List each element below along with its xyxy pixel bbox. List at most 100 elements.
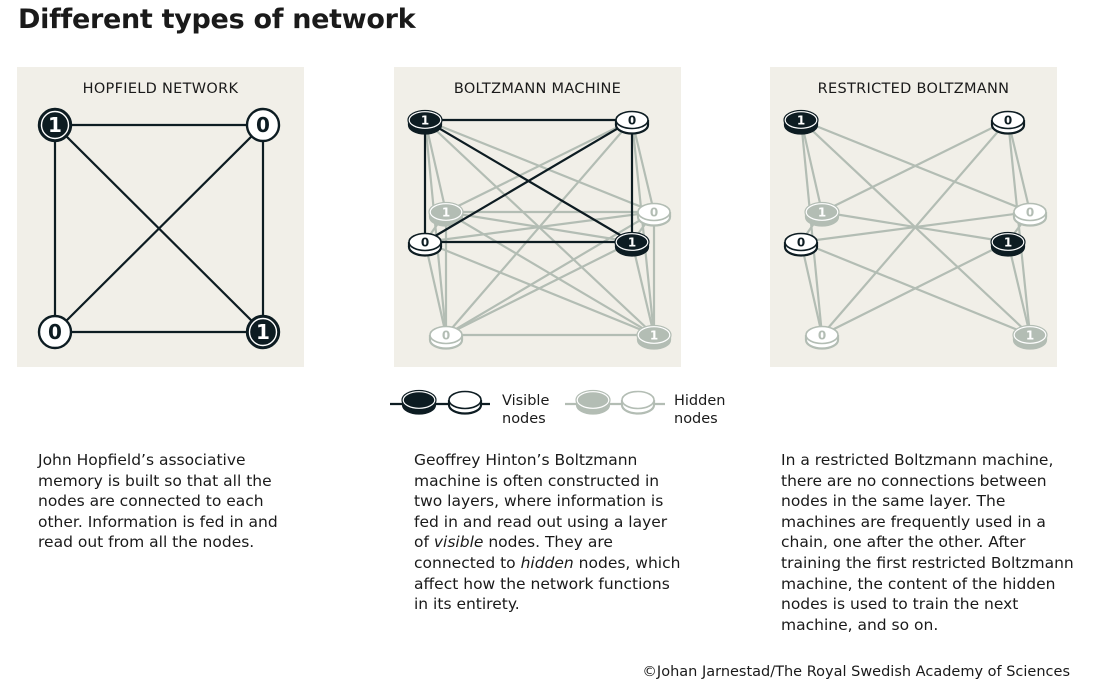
hidden-connection — [445, 241, 633, 336]
text: John Hopfield’s associative — [38, 451, 246, 469]
hidden-node: 1 — [1012, 324, 1048, 350]
node-value: 1 — [818, 206, 826, 220]
node-value: 1 — [48, 113, 62, 137]
text: other. Information is fed in and — [38, 512, 278, 531]
text: Geoffrey Hinton’s Boltzmann — [414, 451, 638, 469]
node-value: 0 — [818, 329, 826, 343]
hidden-connection — [799, 241, 824, 336]
hopfield-description: John Hopfield’s associative memory is bui… — [38, 450, 358, 553]
restricted-boltzmann-description: In a restricted Boltzmann machine, there … — [781, 450, 1101, 635]
hidden-connection — [445, 211, 655, 336]
description-line: other. Information is fed in and — [38, 512, 358, 533]
hidden-connection — [423, 119, 448, 213]
text: nodes, which — [573, 553, 681, 572]
node-value: 1 — [797, 114, 805, 128]
hidden-connection — [445, 119, 633, 213]
node-value: 0 — [256, 113, 270, 137]
description-line: machine, and so on. — [781, 615, 1101, 636]
hidden-connection — [1006, 119, 1032, 213]
text: machine, and so on. — [781, 615, 939, 634]
visible-node: 1 — [990, 231, 1026, 257]
node-value: 0 — [1026, 206, 1034, 220]
visible-node: 0 — [990, 110, 1026, 135]
text: chain, one after the other. After — [781, 533, 1026, 552]
text: fed in and read out using a layer — [414, 512, 668, 531]
text: two layers, where information is — [414, 492, 664, 511]
description-line: two layers, where information is — [414, 491, 734, 512]
description-line: read out from all the nodes. — [38, 532, 358, 553]
legend-visible-line1: Visible — [502, 393, 550, 409]
description-line: connected to hidden nodes, which — [414, 553, 734, 574]
node-value: 0 — [650, 206, 658, 220]
legend-visible-empty-node — [447, 390, 483, 415]
visible-node: 0 — [614, 110, 650, 135]
hidden-node: 1 — [804, 201, 840, 227]
node-value: 1 — [650, 329, 658, 343]
node: 1 — [37, 107, 73, 143]
hidden-node: 1 — [636, 324, 672, 350]
hidden-node: 0 — [804, 325, 840, 350]
panel-title: BOLTZMANN MACHINE — [454, 81, 621, 97]
legend-hidden-line1: Hidden — [674, 393, 726, 409]
hidden-node: 1 — [428, 201, 464, 227]
description-line: training the first restricted Boltzmann — [781, 553, 1101, 574]
node-value: 1 — [628, 236, 636, 250]
text: training the first restricted Boltzmann — [781, 553, 1074, 572]
panel-title: RESTRICTED BOLTZMANN — [818, 81, 1010, 97]
legend-visible-filled-node — [401, 389, 437, 415]
node-value: 0 — [797, 236, 805, 250]
description-line: in its entirety. — [414, 594, 734, 615]
node-value: 1 — [442, 206, 450, 220]
text: nodes in the same layer. The — [781, 492, 1006, 511]
description-line: of visible nodes. They are — [414, 532, 734, 553]
legend — [390, 389, 665, 415]
visible-node: 0 — [783, 232, 819, 257]
node-value: 0 — [421, 236, 429, 250]
emphasized-text: hidden — [520, 553, 574, 572]
legend-visible-line2: nodes — [502, 411, 546, 427]
legend-hidden-empty-node — [620, 390, 656, 415]
text: In a restricted Boltzmann machine, — [781, 451, 1054, 469]
node-value: 1 — [1004, 236, 1012, 250]
emphasized-text: visible — [433, 533, 484, 552]
text: machines are frequently used in a — [781, 512, 1046, 531]
text: of — [414, 533, 434, 552]
node: 0 — [37, 314, 73, 350]
visible-node: 1 — [407, 109, 443, 135]
node-value: 0 — [442, 329, 450, 343]
image-credit: ©Johan Jarnestad/The Royal Swedish Acade… — [642, 664, 1070, 680]
visible-node: 1 — [614, 231, 650, 257]
page-title: Different types of network — [18, 4, 416, 35]
description-line: chain, one after the other. After — [781, 532, 1101, 553]
text: machine is often constructed in — [414, 471, 660, 490]
node-value: 1 — [256, 320, 270, 344]
description-line: machine, the content of the hidden — [781, 574, 1101, 595]
node-value: 0 — [48, 320, 62, 344]
node: 0 — [245, 107, 281, 143]
text: there are no connections between — [781, 471, 1047, 490]
text: read out from all the nodes. — [38, 533, 255, 552]
node: 1 — [245, 314, 281, 350]
text: nodes are connected to each — [38, 492, 264, 511]
hidden-connection — [821, 119, 1009, 213]
description-line: affect how the network functions — [414, 574, 734, 595]
text: connected to — [414, 553, 521, 572]
node-value: 0 — [628, 114, 636, 128]
description-line: John Hopfield’s associative — [38, 450, 358, 471]
hidden-connection — [821, 210, 1009, 244]
legend-visible-label: Visible nodes — [502, 392, 549, 428]
node-value: 1 — [1026, 329, 1034, 343]
visible-node: 0 — [407, 232, 443, 257]
description-line: nodes is used to train the next — [781, 594, 1101, 615]
hidden-connection — [423, 241, 448, 336]
description-line: machines are frequently used in a — [781, 512, 1101, 533]
text: nodes. They are — [483, 533, 613, 552]
text: memory is built so that all the — [38, 471, 272, 490]
hidden-connection — [630, 119, 656, 213]
description-line: nodes are connected to each — [38, 491, 358, 512]
text: nodes is used to train the next — [781, 595, 1019, 614]
boltzmann-panel: BOLTZMANN MACHINE 1 0 0 1 1 0 0 1 — [394, 67, 681, 367]
visible-connection — [54, 124, 264, 333]
text: machine, the content of the hidden — [781, 574, 1056, 593]
